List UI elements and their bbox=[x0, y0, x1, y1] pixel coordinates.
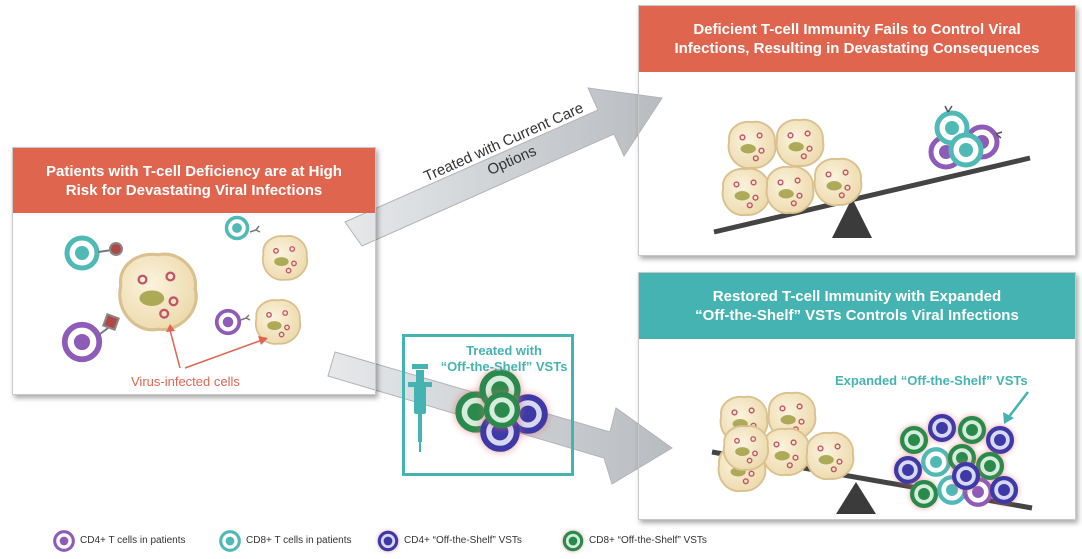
seesaw-deficient bbox=[713, 105, 1031, 238]
legend-label-cd4-patients: CD4+ T cells in patients bbox=[80, 535, 186, 546]
virus-infected-label: Virus-infected cells bbox=[131, 374, 240, 389]
top-right-header: Deficient T-cell Immunity Fails to Contr… bbox=[639, 6, 1075, 72]
left-panel: Patients with T-cell Deficiency are at H… bbox=[12, 147, 376, 395]
top-right-title-1: Deficient T-cell Immunity Fails to Contr… bbox=[693, 21, 1021, 38]
seesaw-restored bbox=[711, 391, 1033, 514]
treat-box-title-1: Treated with bbox=[466, 343, 542, 358]
treat-box: Treated with “Off-the-Shelf” VSTs bbox=[402, 334, 574, 476]
top-right-title-2: Infections, Resulting in Devastating Con… bbox=[674, 40, 1040, 57]
expanded-vst-label: Expanded “Off-the-Shelf” VSTs bbox=[835, 373, 1028, 388]
legend-label-cd4-vsts: CD4+ “Off-the-Shelf” VSTs bbox=[404, 535, 522, 546]
bottom-right-title-2: “Off-the-Shelf” VSTs Controls Viral Infe… bbox=[695, 307, 1019, 324]
bottom-right-panel: Restored T-cell Immunity with Expanded “… bbox=[638, 272, 1076, 520]
left-panel-title-1: Patients with T-cell Deficiency are at H… bbox=[46, 162, 342, 180]
legend: CD4+ T cells in patients CD8+ T cells in… bbox=[0, 533, 1082, 553]
treat-box-title-2: “Off-the-Shelf” VSTs bbox=[440, 359, 568, 374]
legend-label-cd8-vsts: CD8+ “Off-the-Shelf” VSTs bbox=[589, 535, 707, 546]
treat-box-title: Treated with “Off-the-Shelf” VSTs bbox=[439, 343, 569, 375]
left-panel-title-2: Risk for Devastating Viral Infections bbox=[65, 181, 323, 199]
bottom-right-header: Restored T-cell Immunity with Expanded “… bbox=[639, 273, 1075, 339]
left-panel-illustration bbox=[65, 215, 309, 369]
legend-label-cd8-patients: CD8+ T cells in patients bbox=[246, 535, 352, 546]
top-right-panel: Deficient T-cell Immunity Fails to Contr… bbox=[638, 5, 1076, 256]
left-panel-header: Patients with T-cell Deficiency are at H… bbox=[13, 148, 375, 213]
bottom-right-title-1: Restored T-cell Immunity with Expanded bbox=[712, 288, 1002, 305]
upper-arrow bbox=[344, 87, 663, 247]
treat-box-cells bbox=[408, 364, 548, 452]
